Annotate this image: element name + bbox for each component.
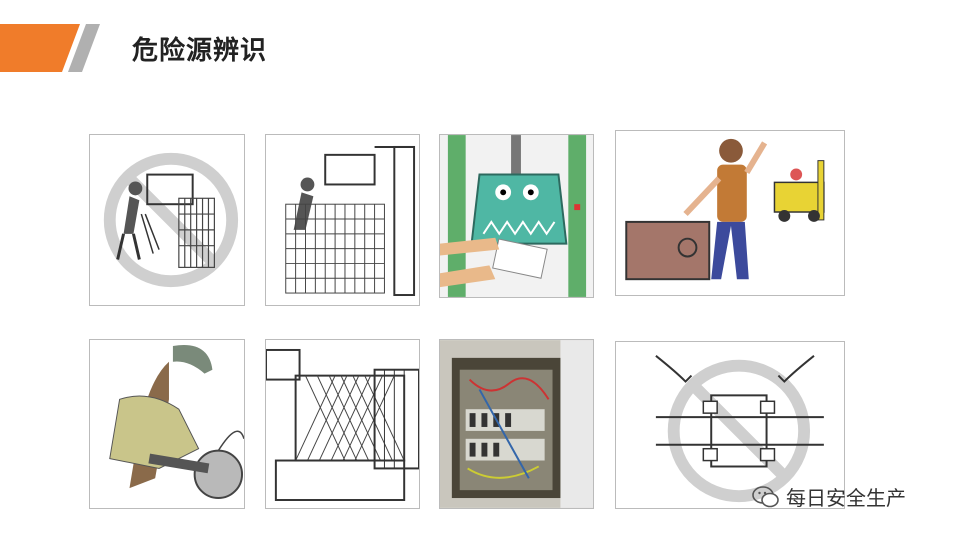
worker-forklift-hazard-illustration <box>625 138 825 281</box>
tile-long-hair-rotating-shaft <box>89 339 245 509</box>
tile-forklift-hazard <box>615 130 845 296</box>
motor-shaft-guard-illustration <box>266 348 419 501</box>
prohibited-pointing-flange-illustration <box>655 355 824 503</box>
tile-electrical-panel <box>439 339 594 509</box>
page-title: 危险源辨识 <box>132 36 268 66</box>
header-accent-bar <box>0 24 100 72</box>
tile-stamping-press <box>439 134 594 298</box>
electrical-panel-photo <box>440 340 593 508</box>
worker-long-hair-rotating-shaft-illustration <box>109 345 244 500</box>
watermark: 每日安全生产 <box>752 482 906 511</box>
tile-prohibited-flange <box>615 341 845 509</box>
watermark-text: 每日安全生产 <box>786 486 906 510</box>
worker-guarded-machine-illustration <box>285 145 416 297</box>
stamping-press-hand-hazard-illustration <box>440 135 593 297</box>
tile-prohibited-worker <box>89 134 245 306</box>
wechat-icon <box>752 485 779 507</box>
tile-guarded-machine <box>265 134 420 306</box>
tile-motor-shaft-guard <box>265 339 420 509</box>
prohibited-worker-unguarded-machine-illustration <box>103 152 239 288</box>
